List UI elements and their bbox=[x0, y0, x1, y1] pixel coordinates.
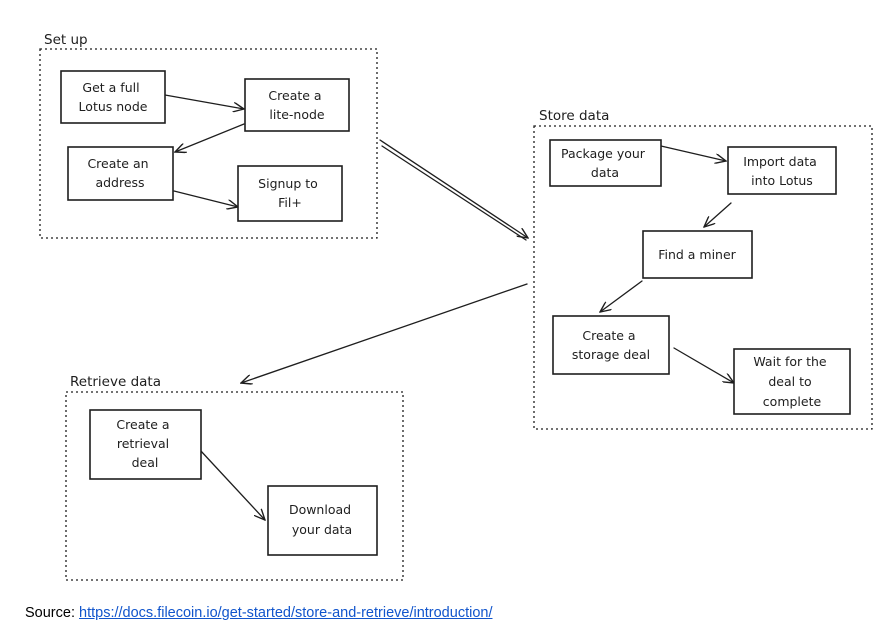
edge-setup-to-store-sketch bbox=[381, 145, 527, 241]
edge-package-to-import bbox=[660, 145, 726, 161]
edge-import-to-miner bbox=[704, 202, 732, 227]
node-storage-deal-label: Create a storage deal bbox=[572, 328, 650, 362]
node-retrieval-deal-label: Create a retrieval deal bbox=[116, 417, 173, 470]
node-import-data-label: Import data into Lotus bbox=[743, 154, 821, 188]
node-package-data-label: Package your data bbox=[561, 146, 649, 180]
node-download-data: Download your data bbox=[267, 485, 378, 556]
edge-lite-to-address bbox=[175, 123, 245, 152]
node-storage-deal: Create a storage deal bbox=[552, 315, 670, 375]
node-download-data-label: Download your data bbox=[289, 502, 355, 537]
edge-miner-to-storage bbox=[600, 280, 643, 312]
node-signup-filplus-label: Signup to Fil+ bbox=[258, 176, 322, 210]
setup-group-title: Set up bbox=[44, 32, 88, 48]
edge-store-to-retrieve bbox=[241, 283, 528, 383]
source-link[interactable]: https://docs.filecoin.io/get-started/sto… bbox=[79, 605, 493, 621]
store-group-title: Store data bbox=[539, 108, 609, 124]
node-signup-filplus: Signup to Fil+ bbox=[237, 165, 343, 222]
source-label: Source: bbox=[25, 605, 75, 621]
edge-storage-to-wait bbox=[673, 347, 734, 383]
node-import-data: Import data into Lotus bbox=[727, 146, 837, 195]
edge-address-to-signup bbox=[173, 190, 238, 207]
setup-group-frame bbox=[39, 48, 378, 239]
edge-retrieval-to-download bbox=[199, 449, 265, 520]
node-retrieval-deal: Create a retrieval deal bbox=[89, 409, 202, 480]
node-find-miner-label: Find a miner bbox=[658, 247, 736, 262]
edges bbox=[164, 94, 734, 520]
edge-full-to-lite bbox=[164, 94, 244, 109]
node-wait-complete: Wait for the deal to complete bbox=[733, 348, 851, 415]
node-lite-node: Create a lite-node bbox=[244, 78, 350, 132]
node-lite-node-label: Create a lite-node bbox=[268, 88, 325, 122]
node-create-address: Create an address bbox=[67, 146, 174, 201]
store-group-frame bbox=[533, 125, 873, 430]
retrieve-group-title: Retrieve data bbox=[70, 374, 161, 390]
node-create-address-label: Create an address bbox=[87, 156, 152, 190]
node-full-lotus-node: Get a full Lotus node bbox=[60, 70, 166, 124]
retrieve-group-frame bbox=[65, 391, 404, 581]
source-caption: Source: https://docs.filecoin.io/get-sta… bbox=[25, 605, 492, 621]
node-package-data: Package your data bbox=[549, 139, 662, 187]
workflow-diagram: Set up Store data Retrieve data Get a fu… bbox=[39, 32, 873, 581]
edge-setup-to-store bbox=[379, 139, 528, 238]
node-find-miner: Find a miner bbox=[642, 230, 753, 279]
node-wait-complete-label: Wait for the deal to complete bbox=[753, 354, 830, 409]
node-full-lotus-node-label: Get a full Lotus node bbox=[79, 80, 148, 114]
